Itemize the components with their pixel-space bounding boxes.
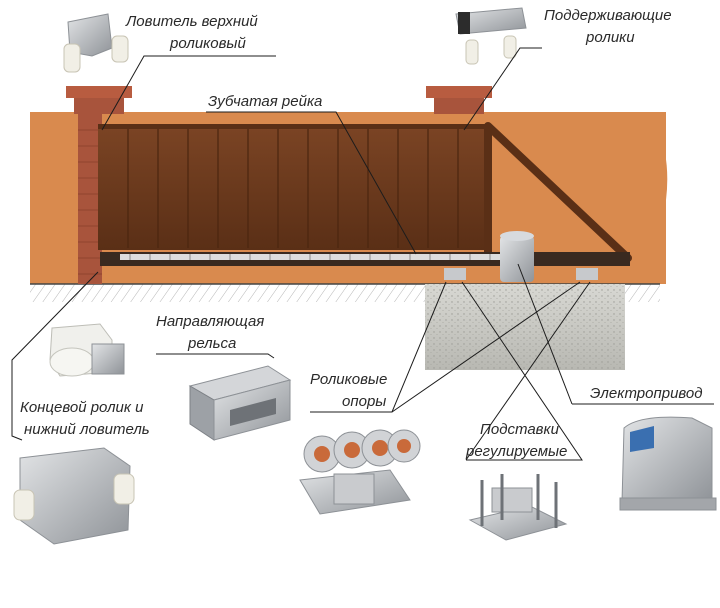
gate-bottom-beam [100, 252, 630, 266]
label-drive: Электропривод [590, 385, 703, 402]
label-support-rollers-line2: ролики [585, 29, 635, 46]
label-roller-supports-line1: Роликовые [310, 371, 387, 388]
guide-rail-product [188, 365, 292, 441]
label-top-catcher-line2: роликовый [169, 35, 246, 52]
label-support-rollers-line1: Поддерживающие [544, 7, 672, 24]
adjustable-stand-product [468, 474, 568, 541]
lower-catcher-product [13, 447, 135, 545]
roller-support-product [299, 429, 421, 515]
label-top-catcher-line1: Ловитель верхний [125, 13, 258, 30]
label-end-roller-line1: Концевой ролик и [20, 399, 144, 416]
concrete-foundation [425, 284, 625, 370]
label-guide-rail-line2: рельса [187, 335, 236, 352]
label-guide-rail-line1: Направляющая [156, 313, 264, 330]
label-roller-supports-line2: опоры [342, 393, 386, 410]
gate-panel [98, 122, 632, 262]
leader-lines [11, 47, 714, 461]
drive-unit-on-gate [500, 231, 534, 282]
top-catcher-product [63, 13, 129, 73]
electric-drive-product [619, 416, 717, 511]
label-stands-line2: регулируемые [465, 443, 567, 460]
support-rollers-product [455, 7, 527, 65]
end-roller-product [49, 323, 125, 377]
label-stands-line1: Подставки [480, 421, 560, 438]
labels: Ловитель верхний роликовый Поддерживающи… [20, 7, 703, 460]
brick-pillar-right [426, 86, 492, 114]
roller-supports-on-gate [444, 268, 598, 280]
label-gear-rack: Зубчатая рейка [208, 93, 322, 110]
label-end-roller-line2: нижний ловитель [24, 421, 150, 438]
